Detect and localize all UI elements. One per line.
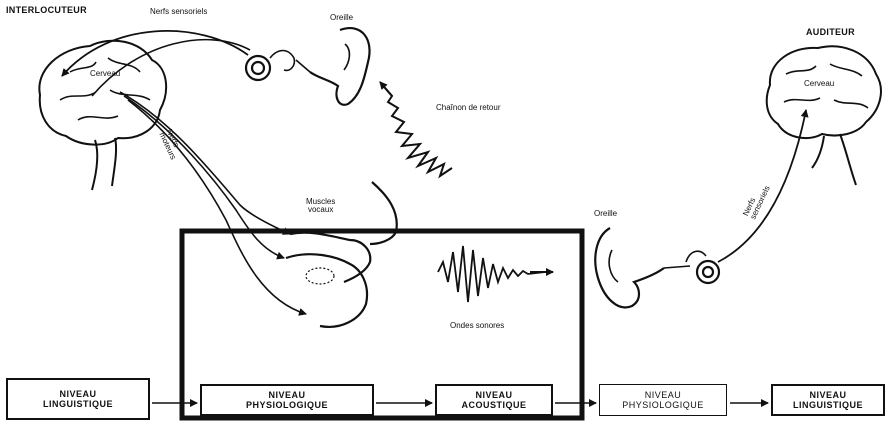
feedback-wave bbox=[385, 88, 452, 176]
sensory-nerves-label-left: Nerfs sensoriels bbox=[150, 8, 207, 16]
vocal-muscles-label: Muscles vocaux bbox=[306, 198, 335, 215]
sensory-nerve-arrow-left-2 bbox=[92, 40, 250, 96]
level-line1: NIVEAU bbox=[268, 390, 305, 400]
level-box-linguistic-speaker: NIVEAU LINGUISTIQUE bbox=[6, 378, 150, 420]
level-box-physiological-listener: NIVEAU PHYSIOLOGIQUE bbox=[599, 384, 727, 416]
level-box-physiological-speaker: NIVEAU PHYSIOLOGIQUE bbox=[200, 384, 374, 416]
level-line1: NIVEAU bbox=[809, 390, 846, 400]
level-line2: ACOUSTIQUE bbox=[461, 400, 526, 410]
brain-label-right: Cerveau bbox=[804, 80, 834, 88]
ear-label-right: Oreille bbox=[594, 210, 617, 218]
level-line1: NIVEAU bbox=[645, 390, 682, 400]
level-line2: LINGUISTIQUE bbox=[793, 400, 863, 410]
listener-ear-illustration bbox=[595, 228, 719, 307]
sound-wave bbox=[438, 246, 545, 302]
feedback-wave-arrow bbox=[380, 82, 392, 96]
sound-waves-label: Ondes sonores bbox=[450, 322, 504, 330]
level-line2: LINGUISTIQUE bbox=[43, 399, 113, 409]
vocal-muscles-line-2: vocaux bbox=[308, 205, 333, 214]
speaker-corner-label: INTERLOCUTEUR bbox=[6, 6, 87, 15]
brain-label-left: Cerveau bbox=[90, 70, 120, 78]
feedback-chain-label: Chaînon de retour bbox=[436, 104, 501, 112]
motor-nerve-2 bbox=[124, 96, 284, 258]
motor-nerve-1 bbox=[120, 92, 290, 234]
level-box-linguistic-listener: NIVEAU LINGUISTIQUE bbox=[771, 384, 885, 416]
level-line2: PHYSIOLOGIQUE bbox=[246, 400, 328, 410]
level-box-acoustic: NIVEAU ACOUSTIQUE bbox=[435, 384, 553, 416]
motor-nerve-3 bbox=[128, 100, 306, 314]
level-line1: NIVEAU bbox=[475, 390, 512, 400]
level-line2: PHYSIOLOGIQUE bbox=[622, 400, 704, 410]
speaker-ear-illustration bbox=[246, 28, 370, 105]
ear-label-top: Oreille bbox=[330, 14, 353, 22]
listener-corner-label: AUDITEUR bbox=[806, 28, 855, 37]
listener-brain-illustration bbox=[767, 46, 881, 185]
vocal-tract-illustration bbox=[286, 182, 397, 327]
level-line1: NIVEAU bbox=[59, 389, 96, 399]
